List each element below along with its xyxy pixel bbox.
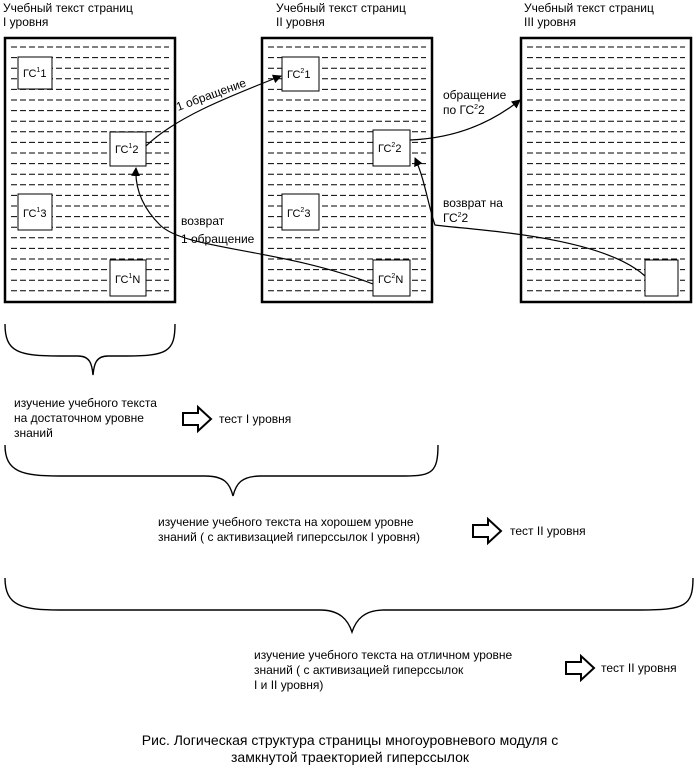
brace-level2 xyxy=(4,444,439,497)
level3-arrow-icon xyxy=(565,653,596,683)
arrow-call-level3 xyxy=(409,99,521,141)
page2-hyperlink-2[interactable]: ГС22 xyxy=(372,129,411,167)
figure-caption-line1: Рис. Логическая структура страницы много… xyxy=(142,732,558,748)
arrow-return2-label-line1: возврат на xyxy=(443,196,503,210)
brace-level1 xyxy=(4,323,176,376)
page3-frame xyxy=(519,36,693,304)
level1-desc-line3: знаний xyxy=(14,426,53,440)
level1-test-label: тест I уровня xyxy=(219,412,291,426)
hyperlink-number: 1 xyxy=(40,68,46,80)
hyperlink-number: 2 xyxy=(395,143,401,155)
hyperlink-number: N xyxy=(132,274,140,286)
arrow-first-call xyxy=(145,74,282,147)
page2-frame xyxy=(260,36,434,304)
arrow-return2-label-line2: ГС22 xyxy=(443,211,469,225)
page1-hyperlink-1[interactable]: ГС11 xyxy=(17,56,53,90)
page2-hyperlink-3[interactable]: ГС23 xyxy=(281,193,320,231)
svg-text:ГС12: ГС12 xyxy=(115,143,138,156)
hyperlink-prefix: ГС xyxy=(287,208,300,220)
page3-title-line2: III уровня xyxy=(524,15,576,29)
hyperlink-level: 1 xyxy=(128,273,132,280)
arrow-call-label-line2: по ГС22 xyxy=(443,103,485,117)
level3-desc-line1: изучение учебного текста на отличном уро… xyxy=(254,648,513,662)
arrow-first-call-label: 1 обращение xyxy=(174,75,248,113)
arrow-return-level3 xyxy=(414,157,646,277)
svg-text:ГС11: ГС11 xyxy=(23,67,46,80)
hyperlink-prefix: ГС xyxy=(23,68,36,80)
svg-text:ГС2N: ГС2N xyxy=(378,273,403,286)
svg-text:ГС21: ГС21 xyxy=(287,68,310,81)
arrow-call-label-line1: обращение xyxy=(443,88,507,102)
hyperlink-level: 2 xyxy=(300,68,304,75)
page3-title-line1: Учебный текст страниц xyxy=(524,1,654,15)
arrow-return-label-line2: 1 обращение xyxy=(181,232,255,246)
svg-text:ГС23: ГС23 xyxy=(287,207,310,220)
hyperlink-prefix: ГС xyxy=(23,208,36,220)
page1-hyperlink-2[interactable]: ГС12 xyxy=(109,131,147,167)
hyperlink-prefix: ГС xyxy=(287,69,300,81)
svg-text:ГС22: ГС22 xyxy=(378,142,401,155)
page3-target-box[interactable] xyxy=(644,259,679,297)
hyperlink-number: 3 xyxy=(304,208,310,220)
svg-text:ГС13: ГС13 xyxy=(23,207,46,220)
figure-caption-line2: замкнутой траекторией гиперссылок xyxy=(231,749,470,765)
hyperlink-level: 2 xyxy=(391,142,395,149)
svg-text:ГС1N: ГС1N xyxy=(115,273,140,286)
level3-desc-line2: знаний ( с активизацией гиперссылок xyxy=(254,663,464,677)
page2-hyperlink-n[interactable]: ГС2N xyxy=(372,259,411,297)
level1-desc-line2: на достаточном уровне xyxy=(14,411,144,425)
hyperlink-prefix: ГС xyxy=(378,143,391,155)
hyperlink-prefix: ГС xyxy=(378,274,391,286)
level2-desc-line2: знаний ( с активизацией гиперссылок I ур… xyxy=(158,530,420,544)
page1-title-line2: I уровня xyxy=(3,15,48,29)
page3-text-lines xyxy=(527,46,685,292)
level2-test-label: тест II уровня xyxy=(510,524,586,538)
hyperlink-level: 2 xyxy=(300,207,304,214)
page2-title-line2: II уровня xyxy=(276,15,325,29)
level2-arrow-icon xyxy=(472,516,503,546)
page1-hyperlink-n[interactable]: ГС1N xyxy=(109,259,147,297)
brace-level3 xyxy=(4,577,694,635)
level1-desc-line1: изучение учебного текста xyxy=(14,396,157,410)
hyperlink-level: 1 xyxy=(128,143,132,150)
arrow-return xyxy=(131,167,374,285)
level2-desc-line1: изучение учебного текста на хорошем уров… xyxy=(158,515,414,529)
hyperlink-number: 3 xyxy=(40,208,46,220)
page2-title-line1: Учебный текст страниц xyxy=(276,1,406,15)
page1-title-line1: Учебный текст страниц xyxy=(3,1,133,15)
hyperlink-level: 2 xyxy=(391,273,395,280)
level3-desc-line3: I и II уровня) xyxy=(254,678,323,692)
level1-arrow-icon xyxy=(182,404,213,434)
hyperlink-prefix: ГС xyxy=(115,274,128,286)
page2-hyperlink-1[interactable]: ГС21 xyxy=(281,56,320,92)
page1-hyperlink-3[interactable]: ГС13 xyxy=(17,193,53,231)
level3-test-label: тест II уровня xyxy=(601,661,677,675)
hyperlink-number: 2 xyxy=(132,144,138,156)
page1-frame xyxy=(3,36,177,304)
hyperlink-prefix: ГС xyxy=(115,144,128,156)
hyperlink-number: 1 xyxy=(304,69,310,81)
hyperlink-number: N xyxy=(395,274,403,286)
arrow-return-label-line1: возврат xyxy=(181,214,225,228)
hyperlink-level: 1 xyxy=(36,207,40,214)
hyperlink-level: 1 xyxy=(36,67,40,74)
